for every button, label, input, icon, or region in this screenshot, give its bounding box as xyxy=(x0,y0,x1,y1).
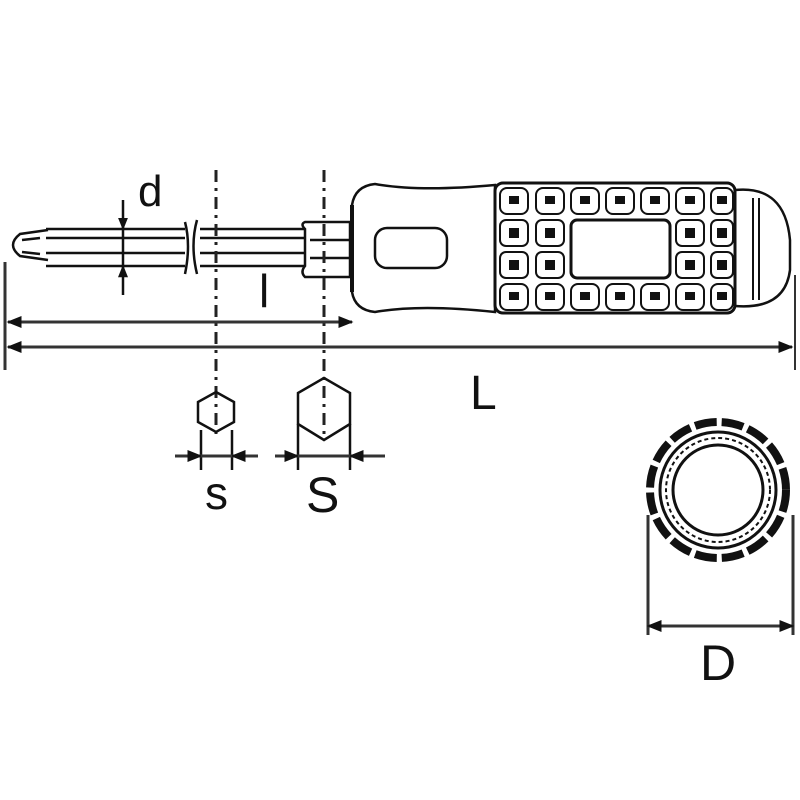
grip-dots xyxy=(509,196,727,300)
handle-diameter-dimension xyxy=(646,515,795,635)
length-dimensions xyxy=(3,262,796,370)
screwdriver-blade xyxy=(11,219,352,279)
grip-pattern xyxy=(499,187,734,311)
center-lines xyxy=(214,170,326,440)
label-d: d xyxy=(138,167,163,216)
label-L: L xyxy=(470,367,497,420)
label-S: S xyxy=(306,467,340,523)
handle-end-view xyxy=(646,418,790,562)
label-s: s xyxy=(205,467,228,519)
label-l: l xyxy=(259,265,270,317)
label-D: D xyxy=(700,635,737,691)
